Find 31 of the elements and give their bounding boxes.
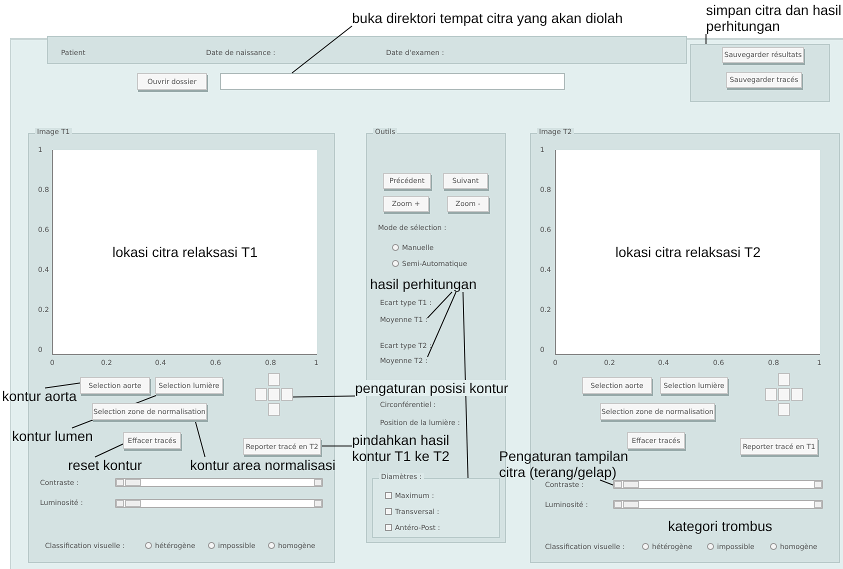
slider [115, 499, 323, 508]
leader-line [427, 292, 456, 358]
leader-line [194, 420, 206, 458]
leader-line [427, 292, 452, 318]
input-field [220, 73, 565, 90]
leader-line [94, 444, 124, 458]
annotation-text: Pengaturan tampilan citra (terang/gelap) [499, 448, 649, 480]
annotation-text: kontur lumen [12, 428, 93, 444]
slider [613, 480, 823, 489]
panel [690, 44, 830, 102]
direction-pad [765, 373, 801, 417]
leader-line [600, 480, 614, 486]
slider [613, 500, 823, 509]
leader-line [462, 292, 468, 478]
annotation-text: hasil perhitungan [370, 276, 477, 292]
leader-line [44, 382, 80, 388]
annotation-text: pengaturan posisi kontur [355, 380, 508, 396]
leader-line [292, 396, 356, 398]
annotation-text: simpan citra dan hasil perhitungan [706, 2, 843, 34]
image-area: lokasi citra relaksasi T2 [555, 150, 820, 355]
image-area: lokasi citra relaksasi T1 [52, 150, 317, 355]
annotation-text: kontur area normalisasi [190, 457, 336, 473]
annotation-text: kategori trombus [668, 518, 772, 534]
annotation-text: kontur aorta [2, 388, 77, 404]
annotation-text: reset kontur [68, 457, 142, 473]
annotation-text: buka direktori tempat citra yang akan diolah [352, 10, 623, 26]
leader-line [292, 26, 352, 74]
direction-pad [255, 373, 293, 417]
slider [115, 478, 323, 487]
annotation-text: pindahkan hasil kontur T1 ke T2 [352, 432, 457, 464]
info-panel [47, 36, 687, 64]
